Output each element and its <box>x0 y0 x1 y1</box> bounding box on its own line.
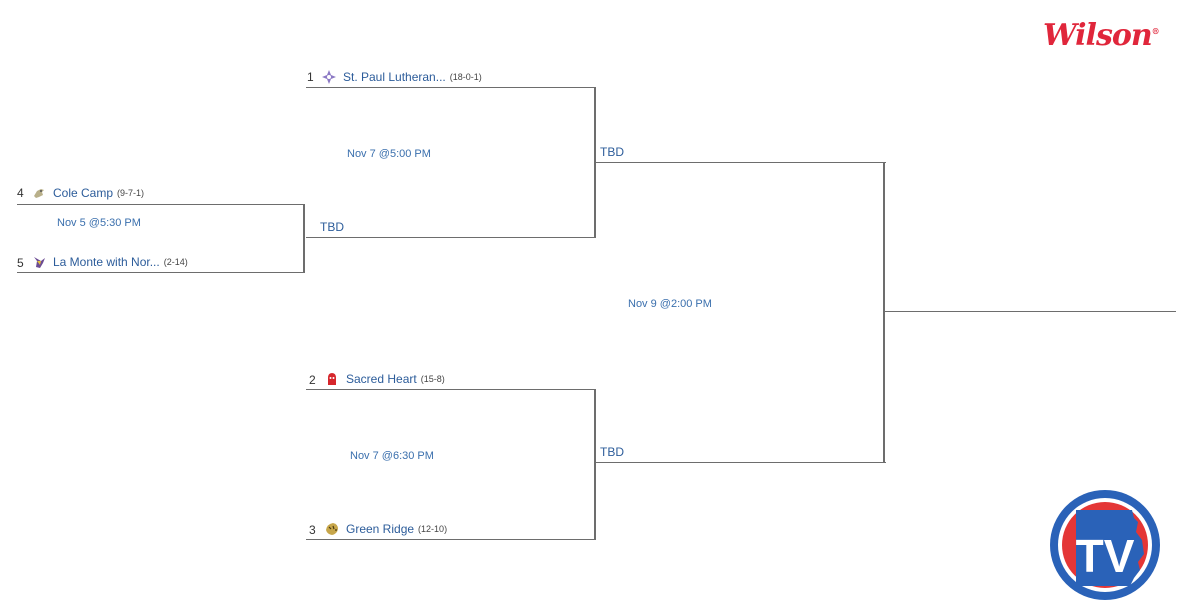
team-record: (15-8) <box>420 374 445 384</box>
seed-number: 3 <box>309 523 316 537</box>
bracket-line <box>596 462 886 463</box>
bracket-connector <box>594 87 596 238</box>
bracket-line <box>306 539 596 540</box>
wilson-logo: Wilson® <box>1043 18 1160 53</box>
seed-number: 2 <box>309 373 316 387</box>
missouri-shape-icon <box>1076 510 1144 586</box>
team-cole-camp[interactable]: Cole Camp (9-7-1) <box>31 185 144 201</box>
saints-logo-icon <box>322 70 336 84</box>
game-time-link[interactable]: Nov 7 @5:00 PM <box>347 148 431 160</box>
seed-number: 4 <box>17 186 24 200</box>
bracket-connector <box>303 204 305 273</box>
bracket-line <box>306 87 596 88</box>
tiger-logo-icon <box>326 523 338 535</box>
tbd-slot: TBD <box>600 145 624 159</box>
bracket-line <box>17 204 305 205</box>
wilson-logo-text: Wilson <box>1043 18 1153 53</box>
bracket-line <box>306 389 596 390</box>
team-name[interactable]: St. Paul Lutheran... <box>343 70 446 84</box>
team-name[interactable]: Sacred Heart <box>346 372 417 386</box>
team-name[interactable]: Green Ridge <box>346 522 415 536</box>
bracket-connector <box>594 389 596 540</box>
team-green-ridge[interactable]: Green Ridge (12-10) <box>324 521 447 537</box>
viking-logo-icon <box>34 257 45 268</box>
tbd-slot: TBD <box>320 220 344 234</box>
bracket-line <box>306 237 596 238</box>
team-record: (2-14) <box>163 257 188 267</box>
game-time-link[interactable]: Nov 7 @6:30 PM <box>350 450 434 462</box>
tbd-slot: TBD <box>600 445 624 459</box>
seed-number: 1 <box>307 70 314 84</box>
bracket-line <box>17 272 305 273</box>
team-la-monte[interactable]: La Monte with Nor... (2-14) <box>31 254 188 270</box>
wilson-trademark: ® <box>1151 26 1160 36</box>
mshsaa-tv-logo: TV <box>1050 490 1160 600</box>
team-name[interactable]: La Monte with Nor... <box>53 255 160 269</box>
bluejay-logo-icon <box>34 189 44 198</box>
tv-letters: TV <box>1076 530 1135 582</box>
team-name[interactable]: Cole Camp <box>53 186 114 200</box>
game-time-link[interactable]: Nov 5 @5:30 PM <box>57 217 141 229</box>
team-sacred-heart[interactable]: Sacred Heart (15-8) <box>324 371 445 387</box>
team-record: (9-7-1) <box>117 188 145 198</box>
bracket-line <box>596 162 886 163</box>
team-record: (12-10) <box>418 524 448 534</box>
team-record: (18-0-1) <box>449 72 482 82</box>
gremlin-logo-icon <box>328 373 336 385</box>
bracket-connector <box>883 162 885 463</box>
champion-line <box>885 311 1176 312</box>
team-st-paul-lutheran[interactable]: St. Paul Lutheran... (18-0-1) <box>321 69 482 85</box>
seed-number: 5 <box>17 256 24 270</box>
game-time-link[interactable]: Nov 9 @2:00 PM <box>628 298 712 310</box>
